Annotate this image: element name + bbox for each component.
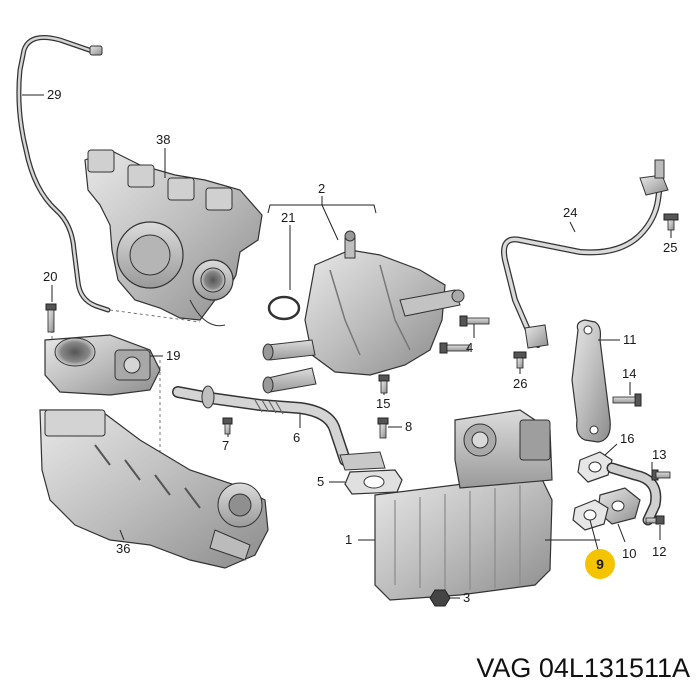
callout-36: 36 xyxy=(116,541,130,556)
callout-38: 38 xyxy=(156,132,170,147)
callout-10: 10 xyxy=(622,546,636,561)
callout-16: 16 xyxy=(620,431,634,446)
part-number-caption: VAG 04L131511A xyxy=(476,653,690,683)
leader-24 xyxy=(569,221,576,233)
leader-2 xyxy=(321,204,339,241)
part-38-turbocharger xyxy=(84,149,263,327)
callout-24: 24 xyxy=(563,205,577,220)
callout-25: 25 xyxy=(663,240,677,255)
part-26-bolt xyxy=(513,351,527,369)
callout-6: 6 xyxy=(293,430,300,445)
part-21-o-ring xyxy=(267,295,301,321)
callout-7: 7 xyxy=(222,438,229,453)
callout-9: 9 xyxy=(596,556,604,572)
part-25-bolt xyxy=(663,213,679,231)
part-12-bolt xyxy=(645,515,665,525)
part-15-bolt xyxy=(378,374,390,394)
part-6-egr-pipe xyxy=(172,385,386,471)
part-9-gasket xyxy=(572,499,609,531)
part-5-gasket xyxy=(344,469,403,495)
callout-29: 29 xyxy=(47,87,61,102)
callout-15: 15 xyxy=(376,396,390,411)
leader-9 xyxy=(589,519,599,551)
leader-10 xyxy=(617,523,626,543)
part-14-bolt xyxy=(612,393,642,407)
part-13-bolt xyxy=(651,469,671,481)
part-29-line xyxy=(16,35,111,313)
callout-12: 12 xyxy=(652,544,666,559)
callout-1: 1 xyxy=(345,532,352,547)
part-3-nut xyxy=(429,589,451,607)
part-1-egr-cooler xyxy=(374,409,553,601)
part-2-housing xyxy=(262,230,465,394)
callout-2: 2 xyxy=(318,181,325,196)
callout-20: 20 xyxy=(43,269,57,284)
leader-16 xyxy=(604,443,618,456)
highlight-marker xyxy=(585,549,615,579)
callout-13: 13 xyxy=(652,447,666,462)
part-7-bolt xyxy=(222,417,233,435)
callout-26: 26 xyxy=(513,376,527,391)
part-8-bolt xyxy=(377,417,389,439)
callout-3: 3 xyxy=(463,590,470,605)
callout-14: 14 xyxy=(622,366,636,381)
part-11-bracket xyxy=(571,319,611,443)
callout-8: 8 xyxy=(405,419,412,434)
callout-4: 4 xyxy=(466,340,473,355)
part-24-pipe xyxy=(501,159,669,349)
bracket-2 xyxy=(267,196,377,214)
callout-5: 5 xyxy=(317,474,324,489)
part-36-intake-manifold xyxy=(39,409,269,569)
part-19-throttle-body xyxy=(44,334,161,396)
leader-36 xyxy=(119,529,125,541)
part-4-bolts xyxy=(439,315,490,354)
part-16-gasket xyxy=(577,451,613,483)
part-10-pipe xyxy=(597,462,662,526)
callout-21: 21 xyxy=(281,210,295,225)
callout-11: 11 xyxy=(623,332,637,347)
part-20-bolt xyxy=(45,303,57,333)
callout-19: 19 xyxy=(166,348,180,363)
